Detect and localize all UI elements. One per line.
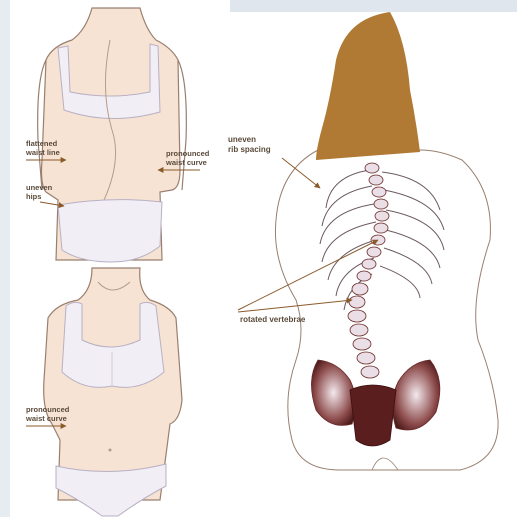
label-rotated-vertebrae-text: rotated vertebrae <box>240 315 306 324</box>
label-pwc-back-line2: waist curve <box>165 158 207 167</box>
front-view-figure <box>44 268 182 516</box>
label-hips-line2: hips <box>26 192 41 201</box>
label-pwc-front-line1: pronounced <box>26 405 70 414</box>
skeleton-view-figure <box>275 12 498 470</box>
top-edge-strip <box>230 0 517 12</box>
vertebra-15 <box>353 338 371 350</box>
label-flattened-line1: flattened <box>26 139 58 148</box>
front-briefs <box>56 464 166 516</box>
vertebra-3 <box>372 187 386 197</box>
front-navel <box>109 449 112 452</box>
left-edge-strip <box>0 0 10 517</box>
label-flattened-line2: waist line <box>25 148 60 157</box>
vertebra-5 <box>375 211 389 221</box>
back-briefs <box>58 200 162 262</box>
vertebra-9 <box>362 259 376 269</box>
label-pwc-front-line2: waist curve <box>25 414 67 423</box>
label-pwc-back-line1: pronounced <box>166 149 210 158</box>
vertebra-14 <box>350 324 368 336</box>
sacrum <box>350 385 396 446</box>
label-rib-line2: rib spacing <box>228 145 271 154</box>
vertebra-8 <box>367 247 381 257</box>
vertebra-12 <box>349 296 365 308</box>
label-pronounced-waist-front: pronounced waist curve <box>25 405 70 426</box>
vertebra-1 <box>365 163 379 173</box>
vertebra-11 <box>352 283 368 295</box>
hair <box>316 12 420 160</box>
label-hips-line1: uneven <box>26 183 53 192</box>
vertebra-16 <box>357 352 375 364</box>
vertebra-4 <box>374 199 388 209</box>
vertebra-17 <box>361 366 379 378</box>
vertebra-13 <box>348 310 366 322</box>
vertebra-10 <box>357 271 371 281</box>
vertebra-6 <box>374 223 388 233</box>
label-rib-line1: uneven <box>228 135 256 144</box>
label-pronounced-waist-back: pronounced waist curve <box>158 149 210 170</box>
vertebra-2 <box>369 175 383 185</box>
back-view-figure <box>38 8 187 262</box>
